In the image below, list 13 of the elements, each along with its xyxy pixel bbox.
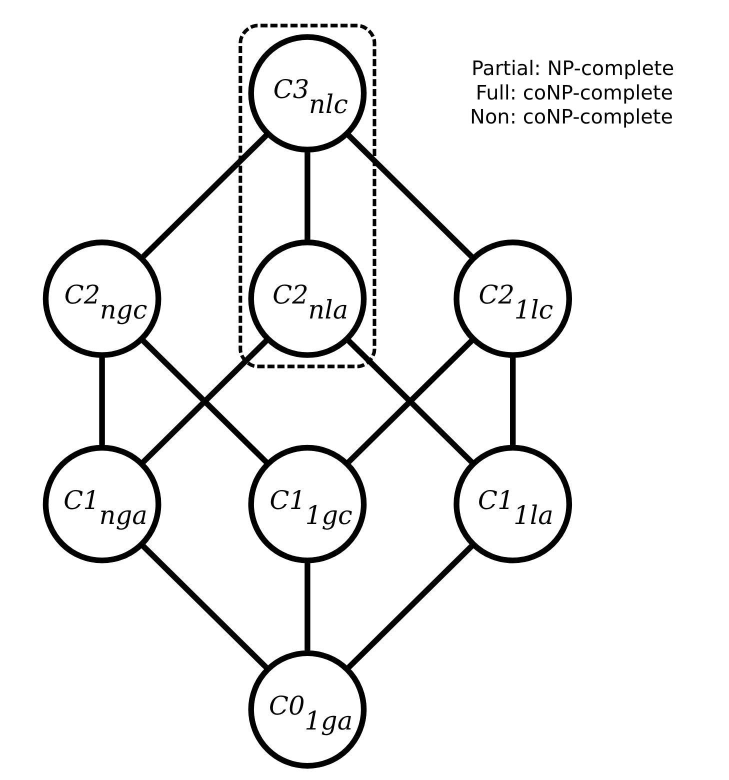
label: Partial: NP-complete	[471, 56, 674, 80]
connector	[304, 150, 310, 242]
connector	[140, 132, 270, 260]
label: Full: coNP-complete	[476, 80, 674, 104]
connector	[510, 355, 516, 448]
connector	[99, 355, 105, 448]
connector	[344, 542, 476, 672]
cluster	[238, 24, 376, 368]
connector	[345, 132, 476, 260]
label: Non: coNP-complete	[470, 104, 674, 129]
connector	[140, 337, 270, 466]
connector	[304, 560, 310, 653]
connector	[140, 542, 270, 672]
